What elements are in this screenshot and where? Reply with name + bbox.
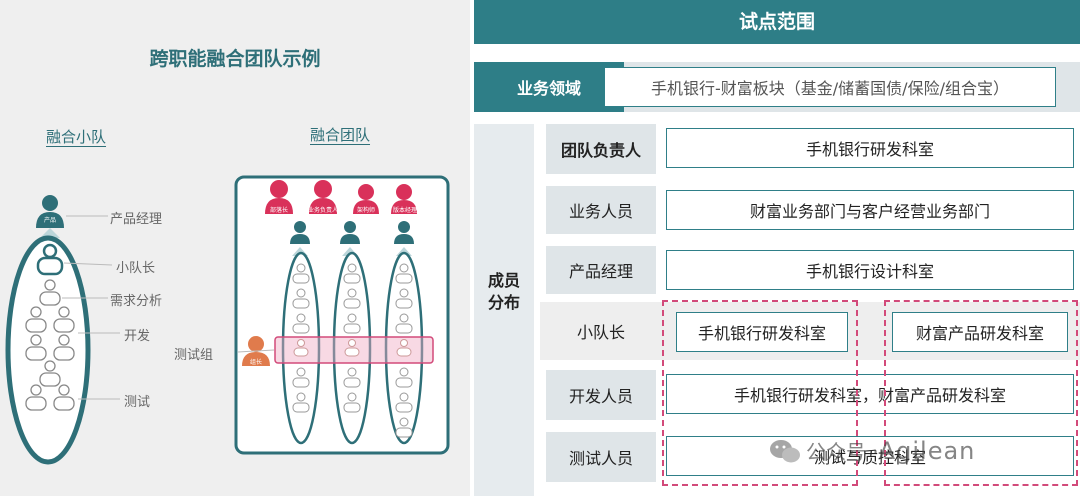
group-leader-label: 组长 [249,359,262,366]
role-label-dev: 开发 [124,329,151,344]
row-label-team-leader: 小队长 [576,323,625,342]
head-label: 产品 [43,217,56,224]
watermark-brand: Agilean [878,436,976,465]
group-leader-icon [248,336,264,352]
business-value: 手机银行-财富板块（基金/储蓄国债/保险/组合宝） [604,67,1056,107]
members-label: 成员 分布 [487,271,520,312]
role-label-team-leader: 小队长 [116,261,156,276]
row-label-developer: 开发人员 [568,387,633,406]
manager-label-2: 业务负责人 [307,207,338,214]
role-label-test: 测试 [124,395,151,410]
test-group-label: 测试组 [174,348,214,363]
scope-banner: 试点范围 [474,0,1080,44]
manager-label-3: 架构师 [356,207,375,214]
row-value-team-head: 手机银行研发科室 [666,128,1074,168]
row-value-team-leader-2: 财富产品研发科室 [892,312,1068,352]
members-col [474,124,534,496]
role-label-analysis: 需求分析 [110,294,163,309]
row-value-developer: 手机银行研发科室，财富产品研发科室 [666,374,1074,414]
row-value-product-manager: 手机银行设计科室 [666,250,1074,290]
fusion-team-diagram [234,175,450,455]
manager-label-4: 版本经理 [392,207,417,214]
row-label-tester: 测试人员 [568,449,633,468]
row-value-business: 财富业务部门与客户经营业务部门 [666,190,1074,230]
row-value-team-leader-1: 手机银行研发科室 [676,312,848,352]
row-label-team-head: 团队负责人 [560,141,641,160]
wechat-icon [770,439,800,462]
watermark: 公众号 · Agilean [768,436,975,465]
product-manager-icon [42,195,58,211]
dashed-box-wealth [884,300,1078,486]
row-value-tester: 测试与质控科室 [666,436,1074,476]
left-panel: 跨职能融合团队示例 融合小队 融合团队 [0,0,470,496]
dashed-box-mobile-bank [662,300,858,486]
left-title: 跨职能融合团队示例 [149,48,321,70]
fusion-team-title: 融合团队 [310,126,371,144]
manager-label-1: 部落长 [269,207,288,214]
right-panel: 试点范围 业务领域 手机银行-财富板块（基金/储蓄国债/保险/组合宝） 成员 分… [474,0,1080,496]
watermark-prefix: 公众号 · [806,440,879,464]
role-label-product-manager: 产品经理 [110,212,163,227]
row-label-business: 业务人员 [568,202,633,221]
business-label: 业务领域 [474,62,624,112]
small-team-diagram [5,195,120,465]
team-diagram [5,175,450,465]
arrow-up-icon [40,228,60,238]
row-label-product-manager: 产品经理 [568,262,633,281]
small-team-title: 融合小队 [46,128,107,146]
